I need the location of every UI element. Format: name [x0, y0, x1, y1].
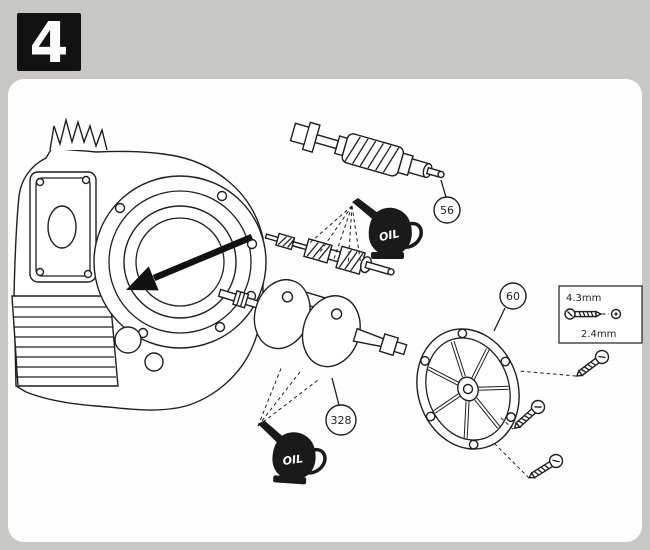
crankshaft-drawing	[217, 279, 408, 368]
screw-leader-lines	[491, 370, 577, 479]
flange-bolt-hole	[114, 202, 126, 214]
lower-opening	[114, 326, 142, 354]
figure-number: 4	[30, 11, 69, 76]
bolt-hole	[35, 177, 45, 187]
pump-tip	[387, 268, 395, 276]
main-opening	[123, 205, 237, 319]
spec-screw-icon	[564, 308, 609, 320]
bolt-hole	[35, 267, 45, 277]
callout-60-leader	[493, 307, 506, 332]
badge-box	[17, 13, 81, 71]
crank-end-tip	[393, 341, 408, 356]
bolt-hole	[81, 175, 91, 185]
gasket-face-inner	[35, 177, 91, 277]
spec-box: 4.3mm 2.4mm	[558, 285, 643, 344]
callout-60: 60	[499, 282, 527, 310]
callout-60-number: 60	[506, 290, 520, 303]
camshaft-assembly-drawing	[289, 121, 445, 179]
flange-bolt-hole	[214, 321, 226, 333]
flange-mid	[108, 190, 252, 334]
worm-gear-threads	[344, 136, 400, 173]
callout-56-number: 56	[440, 204, 454, 217]
gasket-opening	[47, 205, 77, 249]
spec-screw-diameter: 2.4mm	[581, 329, 616, 340]
cooling-fins-block	[11, 295, 119, 387]
cam-fork-end	[289, 121, 321, 153]
callout-328-leader	[331, 377, 340, 406]
bolt-hole	[83, 269, 93, 279]
lower-opening-small	[144, 352, 164, 372]
opening-inner	[135, 217, 225, 307]
top-fin-cluster	[49, 117, 108, 151]
callout-56-leader	[440, 179, 447, 198]
cooling-fins-lines	[14, 306, 116, 378]
insertion-arrow-icon	[126, 234, 254, 291]
oil-pump-shaft-drawing	[264, 232, 395, 276]
callout-328: 328	[325, 404, 357, 436]
oil-application-lines-bottom	[257, 365, 319, 427]
flange-bolt-hole	[216, 190, 228, 202]
cover-inner-rim	[425, 337, 511, 441]
figure-number-badge: 4	[17, 11, 81, 76]
spec-washer-icon	[610, 308, 622, 320]
callout-328-number: 328	[331, 414, 352, 427]
side-cover-drawing	[416, 328, 520, 450]
cam-tip	[437, 170, 445, 179]
oil-application-lines-top	[305, 205, 363, 273]
spec-screw-length: 4.3mm	[566, 293, 601, 304]
cover-hub-hole	[462, 383, 474, 395]
callout-56: 56	[433, 196, 461, 224]
cover-bolt-holes	[420, 328, 516, 450]
